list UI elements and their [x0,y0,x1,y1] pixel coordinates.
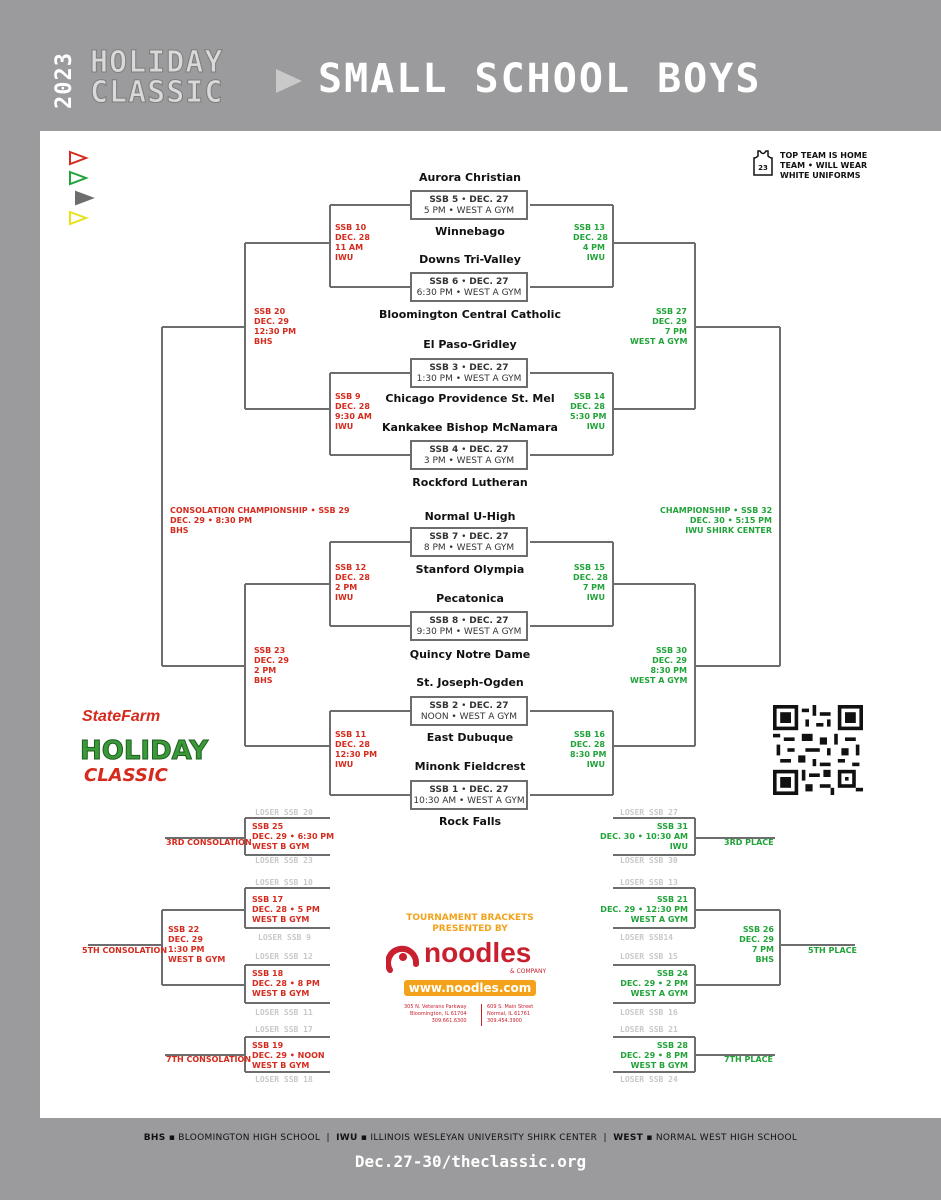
sponsor-url-link[interactable]: www.noodles.com [404,980,536,996]
loser-slot: LOSER SSB 27 [620,808,678,817]
placement-title: 7TH PLACE [724,1055,773,1064]
qr-code[interactable] [773,705,863,795]
loser-slot: LOSER SSB 9 [258,933,311,942]
team-name: East Dubuque [426,731,514,744]
sponsor-name: noodles [424,937,532,968]
loser-slot: LOSER SSB 18 [255,1075,313,1084]
team-name: Pecatonica [436,592,504,605]
placement-title: 5TH PLACE [808,946,857,955]
play-arrow-icon [276,69,302,93]
team-name: Rockford Lutheran [412,476,528,489]
loser-slot: LOSER SSB14 [620,933,673,942]
consolation-title: 3RD CONSOLATION [166,838,252,847]
loser-slot: LOSER SSB 24 [620,1075,678,1084]
address-divider [481,1004,482,1026]
holiday-classic-emblem: HOLIDAY [79,736,209,767]
loser-slot: LOSER SSB 16 [620,1008,678,1017]
svg-text:23: 23 [758,164,768,172]
loser-slot: LOSER SSB 17 [255,1025,313,1034]
team-name: Aurora Christian [419,171,521,184]
loser-slot: LOSER SSB 15 [620,952,678,961]
loser-slot: LOSER SSB 13 [620,878,678,887]
loser-slot: LOSER SSB 23 [255,856,313,865]
loser-slot: LOSER SSB 30 [620,856,678,865]
team-name: Quincy Notre Dame [409,648,531,661]
noodles-bowl-icon [386,945,420,973]
footer-dates-url: Dec.27-30/theclassic.org [354,1152,587,1171]
team-name: Downs Tri-Valley [419,253,521,266]
loser-slot: LOSER SSB 11 [255,1008,313,1017]
venue-legend: BHS ▪ BLOOMINGTON HIGH SCHOOL | IWU ▪ IL… [143,1133,798,1143]
statefarm-logo: StateFarm [82,708,161,725]
consolation-title: 5TH CONSOLATION [82,946,168,955]
team-name: Chicago Providence St. Mel [385,392,555,405]
team-name: Kankakee Bishop McNamara [382,421,558,434]
jersey-icon: 23 [753,150,773,176]
sponsor-sub: & COMPANY [510,968,547,975]
team-name: Rock Falls [438,815,502,828]
team-name: Minonk Fieldcrest [414,760,526,773]
consolation-title: 7TH CONSOLATION [166,1055,252,1064]
team-name: St. Joseph-Ogden [416,676,524,689]
team-name: Stanford Olympia [415,563,525,576]
holiday-classic-emblem-sub: CLASSIC [84,765,168,786]
loser-slot: LOSER SSB 12 [255,952,313,961]
loser-slot: LOSER SSB 10 [255,878,313,887]
team-name: Normal U-High [424,510,516,523]
placement-title: 3RD PLACE [724,838,774,847]
loser-slot: LOSER SSB 20 [255,808,313,817]
page-title: SMALL SCHOOL BOYS [318,56,762,102]
team-name: Winnebago [435,225,505,238]
loser-slot: LOSER SSB 21 [620,1025,678,1034]
team-name: Bloomington Central Catholic [379,308,561,321]
team-name: El Paso-Gridley [423,338,517,351]
